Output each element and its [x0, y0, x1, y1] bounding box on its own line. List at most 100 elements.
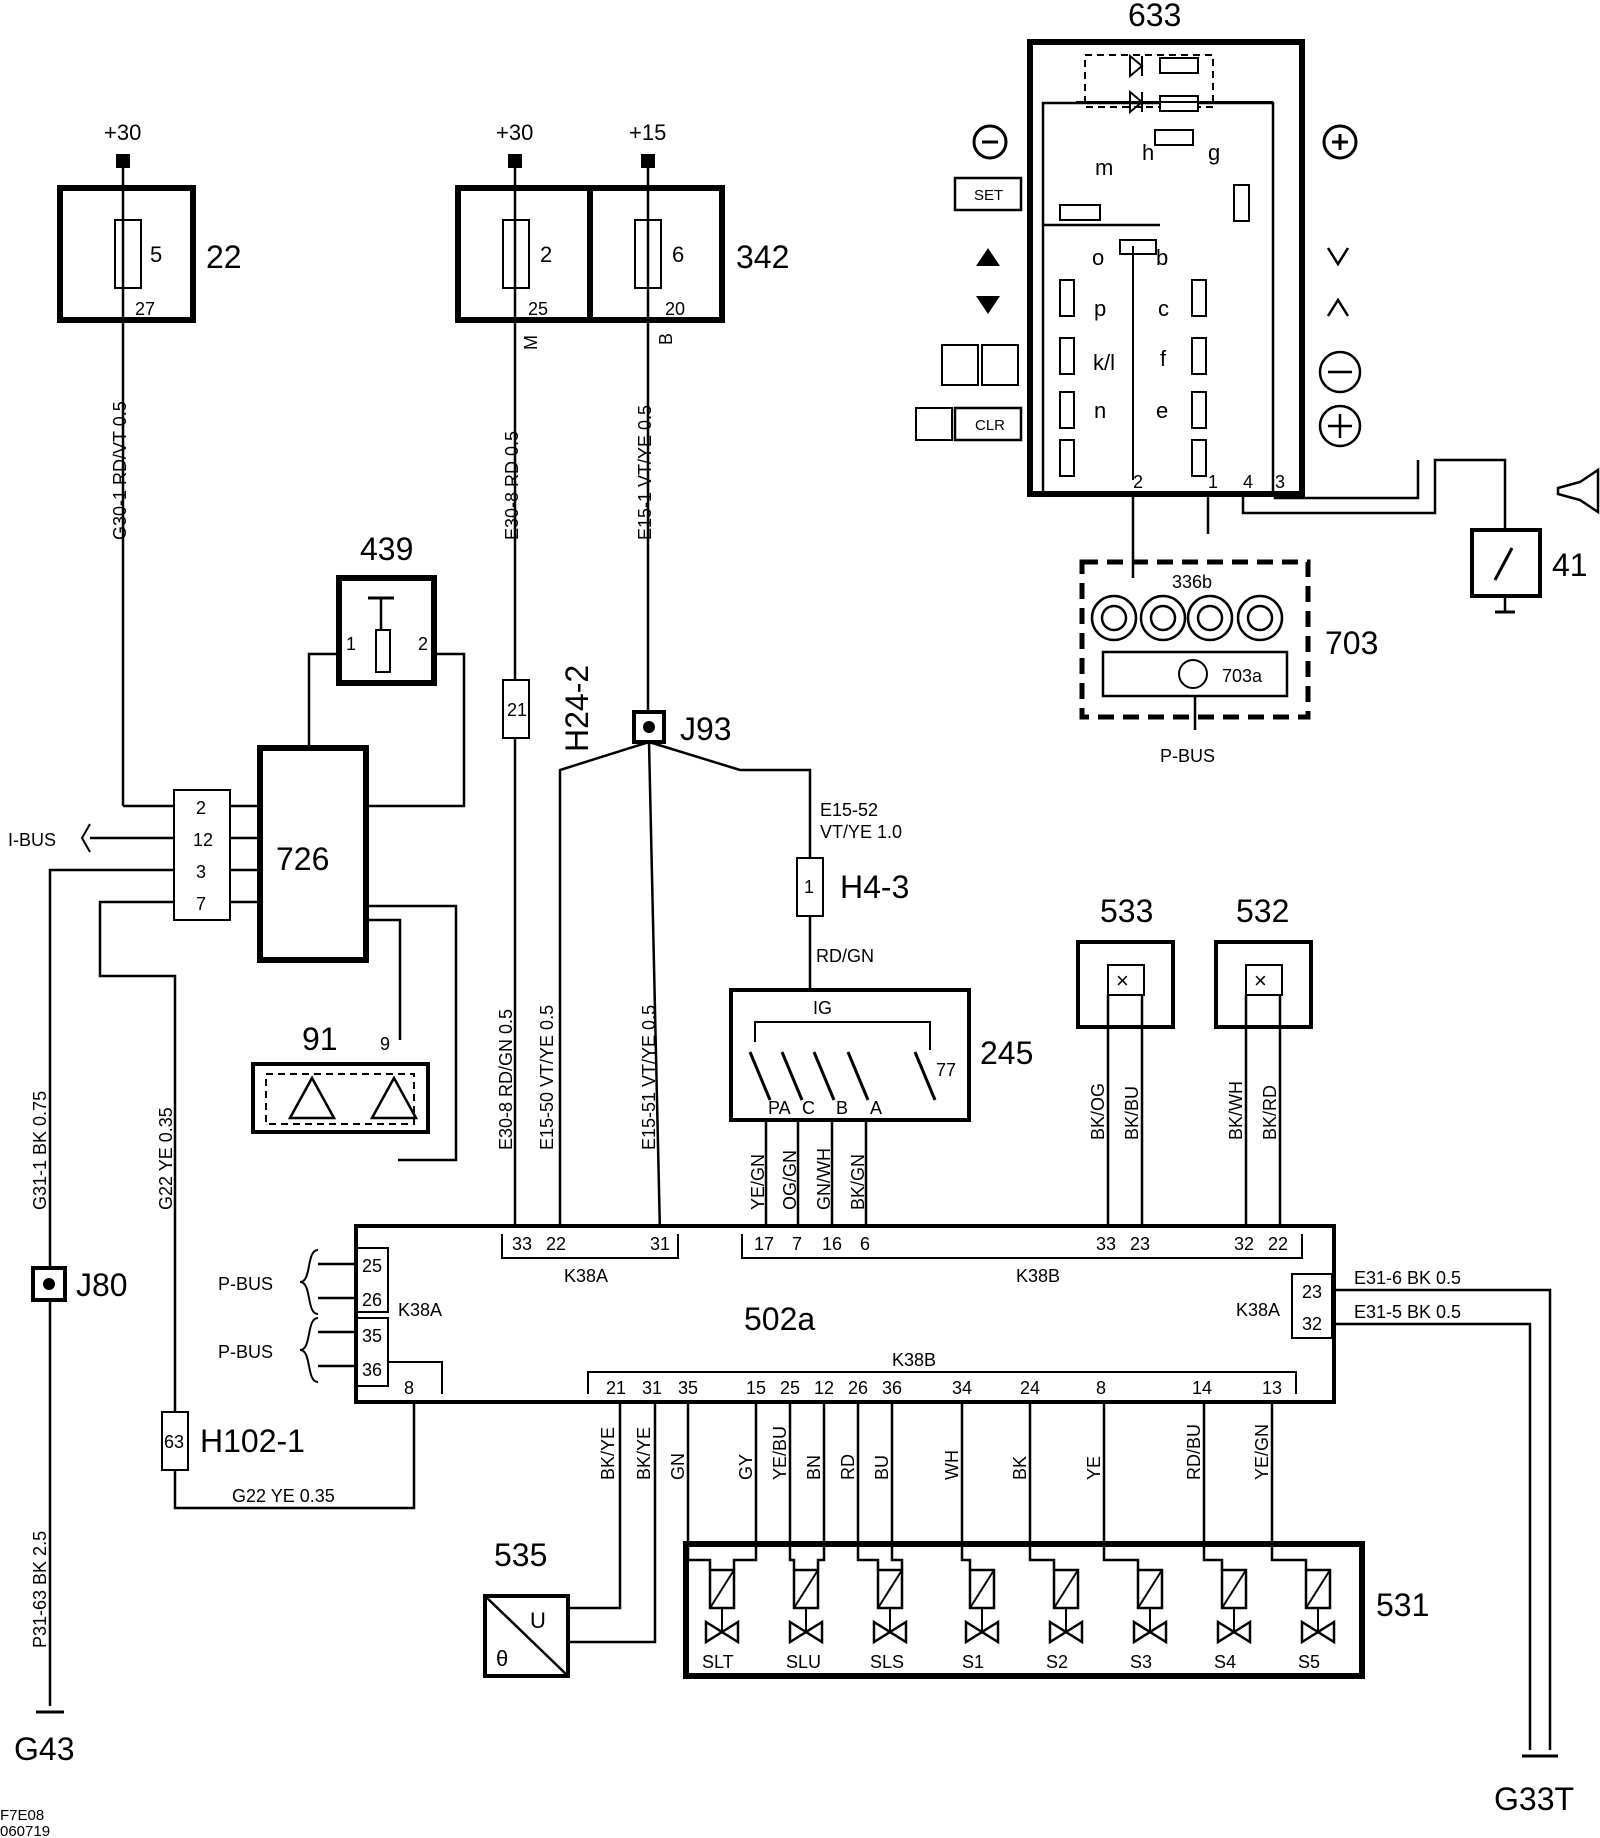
wire-e15-1: E15-1 VT/YE 0.5: [635, 405, 655, 540]
pin-91-9: 9: [380, 1034, 390, 1054]
sw-o: o: [1092, 245, 1104, 270]
wire-ye: YE: [1084, 1456, 1104, 1480]
pin-16: 16: [822, 1234, 842, 1254]
label-j80: J80: [76, 1267, 128, 1303]
pin-439-1: 1: [346, 634, 356, 654]
label-336b: 336b: [1172, 572, 1212, 592]
label-703: 703: [1325, 625, 1378, 661]
label-533: 533: [1100, 893, 1153, 929]
label-77: 77: [936, 1060, 956, 1080]
pin-36: 36: [362, 1360, 382, 1380]
up-arrow-icon: [976, 248, 1000, 266]
pbus-label-2: P-BUS: [218, 1342, 273, 1362]
wire-g22-bottom: G22 YE 0.35: [232, 1486, 335, 1506]
wire-g22: G22 YE 0.35: [156, 1107, 176, 1210]
wire-e31-6: E31-6 BK 0.5: [1354, 1268, 1461, 1288]
pin-726-7: 7: [196, 894, 206, 914]
wire-e15-52b: VT/YE 1.0: [820, 822, 902, 842]
valve-s4: S4: [1202, 1544, 1252, 1672]
pin-17: 17: [754, 1234, 774, 1254]
valve-label-s3: S3: [1130, 1652, 1152, 1672]
wire-g30-1: G30-1 RD/VT 0.5: [110, 401, 130, 540]
wire-og-gn: OG/GN: [780, 1150, 800, 1210]
transistor-icon: [1178, 659, 1208, 689]
pin-b24: 24: [1020, 1378, 1040, 1398]
pin-b25: 25: [780, 1378, 800, 1398]
component-532: 532 ×: [1214, 893, 1313, 1029]
pin-b8: 8: [1096, 1378, 1106, 1398]
valve-sls: SLS: [856, 1544, 908, 1672]
pin-439-2: 2: [418, 634, 428, 654]
valve-label-s5: S5: [1298, 1652, 1320, 1672]
wire-rd-bu: RD/BU: [1184, 1424, 1204, 1480]
control-module-502a: 502a K38A K38B K38A K38A K38B: [354, 1224, 1336, 1404]
chevron-up-icon: [1326, 297, 1350, 317]
sw-e: e: [1156, 398, 1168, 423]
wire-m: M: [521, 335, 541, 350]
pin-31: 31: [650, 1234, 670, 1254]
phone-icon: [981, 344, 1019, 386]
clock-spring-703: 336b 703a 703: [1079, 559, 1378, 720]
set-label: SET: [974, 187, 1003, 204]
pin-b34: 34: [952, 1378, 972, 1398]
pin-22b: 22: [1268, 1234, 1288, 1254]
wire-gn: GN: [668, 1453, 688, 1480]
pin-h24-2: 21: [507, 700, 527, 720]
label-531: 531: [1376, 1587, 1429, 1623]
sensor-theta: θ: [496, 1646, 508, 1671]
pin-726-2: 2: [196, 798, 206, 818]
fuse-5-pin: 27: [135, 299, 155, 319]
label-pa: PA: [768, 1098, 791, 1118]
cruise-minus-icon: [972, 124, 1008, 160]
bottom-wire-labels: BK/YE BK/YE GN GY YE/BU BN RD BU WH BK Y…: [598, 1424, 1272, 1480]
sensor-u: U: [530, 1608, 546, 1633]
wire-rd: RD: [838, 1454, 858, 1480]
label-502a: 502a: [744, 1301, 815, 1337]
pin-b21: 21: [606, 1378, 626, 1398]
set-button: [953, 176, 1023, 212]
valve-label-s1: S1: [962, 1652, 984, 1672]
label-439: 439: [360, 531, 413, 567]
wire-bk-wh: BK/WH: [1226, 1081, 1246, 1140]
pin-h102-1: 63: [164, 1432, 184, 1452]
wire-e15-52: E15-52: [820, 800, 878, 820]
pin-726-3: 3: [196, 862, 206, 882]
ground-g43: G43: [14, 1731, 74, 1767]
wire-b: B: [656, 333, 676, 345]
pin-32: 32: [1234, 1234, 1254, 1254]
wire-bk-bu: BK/BU: [1122, 1086, 1142, 1140]
pin-b15: 15: [746, 1378, 766, 1398]
pin-26: 26: [362, 1290, 382, 1310]
pin-b13: 13: [1262, 1378, 1282, 1398]
valve-label-slt: SLT: [702, 1652, 734, 1672]
wire-bk-og: BK/OG: [1088, 1083, 1108, 1140]
module-726: [257, 745, 369, 963]
valve-s5: S5: [1270, 1544, 1336, 1672]
clr-button: [953, 406, 1023, 442]
pin-b36: 36: [882, 1378, 902, 1398]
label-726: 726: [276, 841, 329, 877]
pin-8-left: 8: [404, 1378, 414, 1398]
pin-b35: 35: [678, 1378, 698, 1398]
pin-33b: 33: [1096, 1234, 1116, 1254]
wire-e30-8-low: E30-8 RD/GN 0.5: [496, 1009, 516, 1150]
wire-bk: BK: [1010, 1456, 1030, 1480]
label-91: 91: [302, 1021, 338, 1057]
sw-f: f: [1160, 346, 1167, 371]
wire-e30-8-top: E30-8 RD 0.5: [502, 431, 522, 540]
k38a-top: K38A: [564, 1266, 608, 1286]
wire-bn: BN: [804, 1455, 824, 1480]
pin-b31: 31: [642, 1378, 662, 1398]
ground-g33t: G33T: [1494, 1781, 1574, 1817]
bus-703: P-BUS: [1160, 746, 1215, 766]
pin-33: 33: [512, 1234, 532, 1254]
pin-b26: 26: [848, 1378, 868, 1398]
wire-e31-5: E31-5 BK 0.5: [1354, 1302, 1461, 1322]
wire-g31-1: G31-1 BK 0.75: [30, 1091, 50, 1210]
bottom-pins: 21 31 35 15 25 12 26 36 34 24 8 14 13: [606, 1378, 1282, 1398]
fuse-6-pin: 20: [665, 299, 685, 319]
sw-g: g: [1208, 140, 1220, 165]
fuse-2-label: 2: [540, 242, 552, 267]
wire-bk-gn: BK/GN: [848, 1154, 868, 1210]
pin-23: 23: [1130, 1234, 1150, 1254]
